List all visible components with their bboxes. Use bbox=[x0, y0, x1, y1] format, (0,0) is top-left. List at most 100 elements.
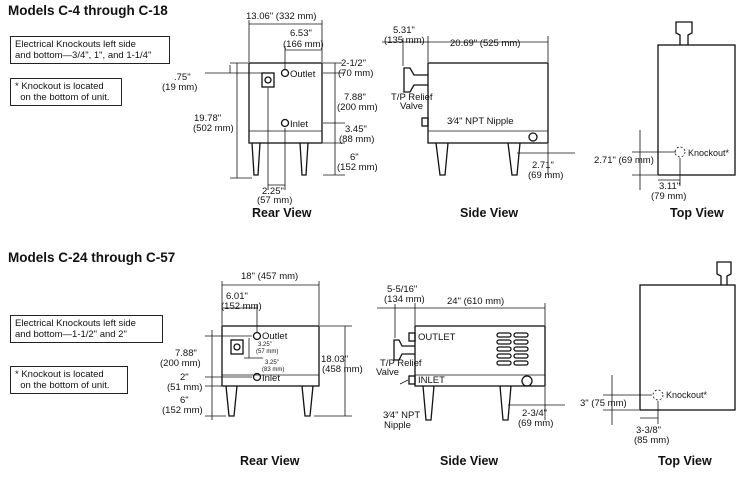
note-line: * Knockout is located bbox=[15, 369, 104, 380]
width-dim: 3-3/8" bbox=[636, 425, 661, 436]
knockout-note-top: Electrical Knockouts left side and botto… bbox=[10, 36, 170, 64]
height-dim-mm: (502 mm) bbox=[193, 123, 234, 134]
heater-leg bbox=[422, 385, 435, 421]
side-view-label-bottom: Side View bbox=[440, 454, 499, 468]
note-line: * Knockout is located bbox=[15, 81, 104, 92]
note-line: on the bottom of unit. bbox=[15, 92, 110, 103]
outlet-port-icon bbox=[252, 331, 262, 341]
nipple-label-2: Nipple bbox=[384, 420, 411, 431]
top-view-label-top: Top View bbox=[670, 206, 724, 220]
outlet-port-icon bbox=[408, 332, 416, 342]
relief-valve-icon bbox=[716, 261, 732, 285]
outlet-offset-dim: 6.53" bbox=[290, 28, 312, 39]
side-view-label-top: Side View bbox=[460, 206, 519, 220]
rear-view-top: Outlet Inlet 13.06" (332 mm) 6.53" (166 … bbox=[162, 11, 378, 206]
note-line: on the bottom of unit. bbox=[15, 380, 110, 391]
inlet-port-icon bbox=[280, 118, 290, 128]
note-line: Electrical Knockouts left side bbox=[15, 318, 136, 329]
note-line: and bottom—1-1/2" and 2" bbox=[15, 329, 127, 340]
depth-dim: 3" (75 mm) bbox=[580, 398, 627, 409]
foot-dim-mm: (69 mm) bbox=[518, 418, 553, 429]
leg-dim-mm: (152 mm) bbox=[337, 162, 378, 173]
outlet-label: OUTLET bbox=[418, 332, 456, 343]
depth-dim: 2.71" (69 mm) bbox=[594, 155, 654, 166]
outlet-offset-dim-mm: (152 mm) bbox=[221, 301, 262, 312]
note-line: Electrical Knockouts left side bbox=[15, 39, 136, 50]
foot-dim-mm: (69 mm) bbox=[528, 170, 563, 181]
top-view-top: Knockout* 2.71" (69 mm) 3.11" (79 mm) bbox=[594, 21, 736, 202]
offset-dim: 5-5/16" bbox=[387, 284, 417, 295]
width-dim: 13.06" (332 mm) bbox=[246, 11, 316, 22]
outlet-height-dim: 2-1/2" bbox=[341, 58, 366, 69]
width-dim-mm: (85 mm) bbox=[634, 435, 669, 446]
nipple-icon bbox=[421, 117, 429, 127]
rear-view-bottom: Outlet Inlet 3.25" (57 mm) 3.25" (83 mm)… bbox=[160, 271, 363, 420]
outlet-offset-dim-mm: (166 mm) bbox=[283, 39, 324, 50]
small-dim-1: 3.25" bbox=[258, 342, 272, 348]
top-view-bottom: Knockout* 3" (75 mm) 3-3/8" (85 mm) bbox=[580, 261, 736, 446]
rear-view-label-bottom: Rear View bbox=[240, 454, 300, 468]
section-title-c24-c57: Models C-24 through C-57 bbox=[8, 250, 176, 265]
relief-label-2: Valve bbox=[400, 101, 423, 112]
height-dim-mm: (458 mm) bbox=[322, 364, 363, 375]
outlet-height-dim-mm: (70 mm) bbox=[338, 68, 373, 79]
relief-valve-icon bbox=[403, 67, 428, 93]
knockout-label: Knockout* bbox=[688, 148, 730, 158]
inlet-offset-dim-mm: (57 mm) bbox=[257, 195, 292, 206]
heater-leg bbox=[225, 385, 238, 417]
depth-dim: 24" (610 mm) bbox=[447, 296, 504, 307]
heater-top-outline bbox=[657, 44, 736, 176]
top-offset-dim: .75" bbox=[174, 72, 191, 83]
heater-top-outline bbox=[639, 284, 736, 411]
leg-dim: 6" bbox=[350, 152, 359, 163]
knockout-label: Knockout* bbox=[666, 390, 708, 400]
knockout-icon bbox=[674, 146, 686, 158]
spacing-dim: 7.88" bbox=[175, 348, 197, 359]
small-dim-2-mm: (83 mm) bbox=[262, 367, 284, 373]
relief-valve-icon bbox=[675, 21, 693, 45]
heater-leg bbox=[435, 142, 449, 176]
spacing-dim-mm: (200 mm) bbox=[337, 102, 378, 113]
side-view-bottom: OUTLET INLET T/P Relief Valve 3⁄4" NPT N… bbox=[376, 284, 565, 431]
height-dim: 19.78" bbox=[194, 113, 221, 124]
heater-leg bbox=[507, 142, 521, 176]
drain-valve-icon bbox=[528, 132, 538, 142]
junction-box bbox=[230, 339, 244, 355]
heater-leg bbox=[299, 142, 309, 176]
inlet-port-icon bbox=[408, 375, 416, 385]
outlet-label: Outlet bbox=[262, 331, 288, 342]
inlet-height-dim: 3.45" bbox=[345, 124, 367, 135]
heater-body bbox=[414, 325, 546, 387]
height-dim: 18.03" bbox=[321, 354, 348, 365]
offset-dim-mm: (134 mm) bbox=[384, 294, 425, 305]
small-dim-1-mm: (57 mm) bbox=[256, 349, 278, 355]
width-dim-mm: (79 mm) bbox=[651, 191, 686, 202]
vent-slots bbox=[496, 332, 529, 366]
spacing-dim: 7.88" bbox=[344, 92, 366, 103]
inlet-label: Inlet bbox=[262, 373, 280, 384]
inlet-height-dim-mm: (88 mm) bbox=[339, 134, 374, 145]
knockout-icon bbox=[264, 76, 272, 84]
outlet-label: Outlet bbox=[290, 69, 316, 80]
inlet-label: INLET bbox=[418, 375, 445, 386]
foot-dim: 2.71" bbox=[532, 160, 554, 171]
bottom-knockout-note-bottom: * Knockout is located on the bottom of u… bbox=[10, 366, 128, 394]
nipple-label: 3⁄4" NPT bbox=[383, 410, 420, 421]
inlet-label: Inlet bbox=[290, 119, 308, 130]
small-dim-2: 3.25" bbox=[265, 360, 279, 366]
side-view-top: T/P Relief Valve 3⁄4" NPT Nipple 20.69" … bbox=[382, 25, 575, 181]
relief-label: T/P Relief bbox=[380, 358, 422, 369]
inlet-offset-dim: 2.25" bbox=[262, 186, 284, 197]
leg-dim: 6" bbox=[180, 395, 189, 406]
knockout-note-bottom: Electrical Knockouts left side and botto… bbox=[10, 315, 163, 343]
inlet-port-icon bbox=[252, 372, 262, 382]
top-offset-dim-mm: (19 mm) bbox=[162, 82, 197, 93]
leg-dim-mm: (152 mm) bbox=[162, 405, 203, 416]
knockout-icon bbox=[233, 343, 241, 351]
outlet-offset-dim: 6.01" bbox=[226, 291, 248, 302]
inlet-height-dim-mm: (51 mm) bbox=[167, 382, 202, 393]
top-view-label-bottom: Top View bbox=[658, 454, 712, 468]
heater-leg bbox=[499, 385, 512, 421]
relief-label-2: Valve bbox=[376, 367, 399, 378]
